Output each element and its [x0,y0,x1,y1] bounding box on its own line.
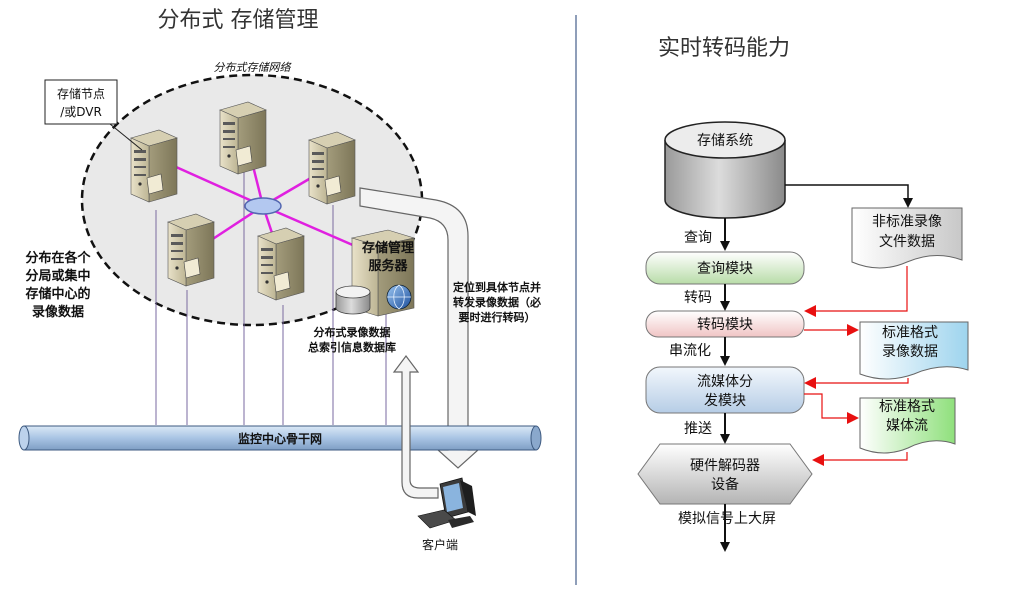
globe-icon [386,284,412,310]
storage-node-callout [44,79,143,151]
stream-module-label-2: 发模块 [704,393,746,409]
nonstandard-doc [851,207,963,269]
index-db-label-2: 总索引信息数据库 [308,340,396,354]
callout-line-2: /或DVR [60,105,102,119]
backbone-drop-lines [155,170,387,425]
backbone-pipe [18,425,542,451]
side-label-1: 分布在各个 [25,250,91,266]
edge-transcode-label: 转码 [684,290,712,306]
index-database-icon [335,285,371,315]
left-panel: 分布式 存储管理 分布式存储网络 [18,8,542,552]
standard-stream-label-2: 媒体流 [886,418,928,434]
decoder-label-2: 设备 [711,476,739,493]
transcode-module-label: 转码模块 [697,317,753,333]
nonstandard-label-2: 文件数据 [879,234,935,250]
side-label-4: 录像数据 [32,304,84,320]
storage-node-2 [219,101,267,175]
standard-files-label-2: 录像数据 [882,344,938,360]
decoder-device [637,443,813,505]
storage-node-4 [167,213,215,287]
edge-query-label: 查询 [684,230,712,246]
callout-line-1: 存储节点 [57,86,105,101]
right-title: 实时转码能力 [658,36,790,61]
arrow-storage-to-nonstandard [785,184,913,208]
side-label-2: 分局或集中 [25,268,90,284]
index-db-label-1: 分布式录像数据 [314,325,391,339]
network-hub [244,197,282,215]
mgmt-server-label-2: 服务器 [368,258,408,274]
nonstandard-label-1: 非标准录像 [872,214,942,230]
mgmt-server-label-1: 存储管理 [362,240,414,256]
arrow-nonstandard-to-transcode [804,266,908,317]
storage-system-label: 存储系统 [697,133,753,149]
decoder-label-1: 硬件解码器 [690,458,760,474]
storage-node-1 [130,129,178,203]
arrow-stream-to-standard-stream [804,393,859,424]
standard-stream-label-1: 标准格式 [879,399,935,415]
forward-data-arrow [359,187,480,469]
transcode-note-3: 要时进行转码） [459,310,536,324]
client-computer-icon [417,477,476,529]
arrow-standard-files-to-stream [804,377,909,389]
request-arrow [392,355,439,499]
backbone-label: 监控中心骨干网 [238,431,322,446]
standard-stream-doc [859,397,956,454]
arrow-standard-stream-to-decoder [812,452,908,466]
side-label-3: 存储中心的 [25,286,90,302]
right-panel: 实时转码能力 存储系统 查询 查询模块 转码 转码模块 串流化 流媒体分 发模块… [637,36,969,552]
edge-serialize-label: 串流化 [669,343,711,359]
edge-push-label: 推送 [684,421,712,437]
storage-node-3 [308,131,356,205]
transcode-note-1: 定位到具体节点并 [453,280,541,294]
storage-system-cylinder [664,121,786,219]
storage-node-5 [257,227,305,301]
output-label: 模拟信号上大屏 [678,511,776,527]
standard-files-doc [859,321,969,380]
client-label: 客户端 [422,537,458,552]
transcode-note-2: 转发录像数据（必 [453,295,541,309]
query-module-label: 查询模块 [697,261,753,277]
stream-module-label-1: 流媒体分 [697,374,753,390]
storage-network-label: 分布式存储网络 [214,61,293,74]
standard-files-label-1: 标准格式 [882,325,938,341]
left-title: 分布式 存储管理 [158,8,319,33]
